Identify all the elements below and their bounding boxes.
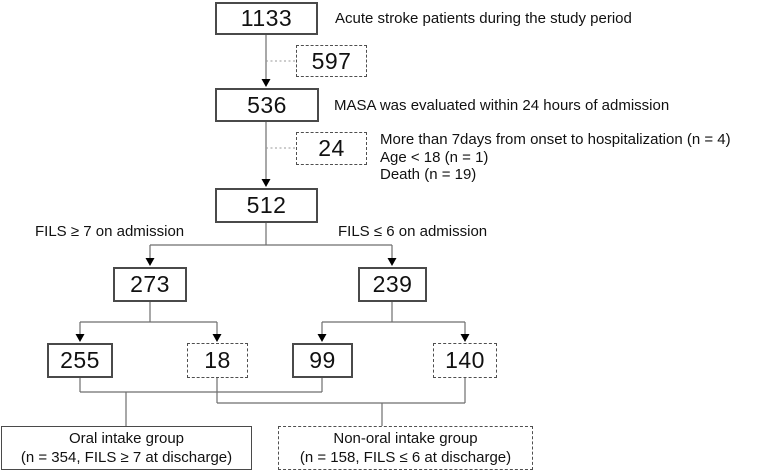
label-fils-ge7-admission: FILS ≥ 7 on admission — [35, 223, 185, 240]
arrow-1133-to-536 — [261, 35, 271, 87]
split-273 — [75, 302, 222, 342]
non-oral-group-subtitle: (n = 158, FILS ≤ 6 at discharge) — [299, 449, 512, 466]
oral-group-title: Oral intake group — [68, 430, 185, 447]
arrow-536-to-512 — [261, 122, 271, 187]
merge-oral — [79, 378, 323, 426]
label-fils-le6-admission: FILS ≤ 6 on admission — [338, 223, 488, 240]
node-24-excluded: 24 — [296, 132, 367, 165]
node-239: 239 — [358, 267, 427, 302]
node-536: 536 — [215, 88, 319, 122]
outcome-oral-intake-group: Oral intake group (n = 354, FILS ≥ 7 at … — [1, 426, 252, 470]
split-512 — [145, 223, 397, 266]
node-18-excluded: 18 — [187, 343, 248, 378]
oral-group-subtitle: (n = 354, FILS ≥ 7 at discharge) — [20, 449, 233, 466]
node-255: 255 — [47, 343, 113, 378]
merge-non-oral — [216, 378, 466, 426]
node-99: 99 — [292, 343, 353, 378]
node-140-excluded: 140 — [433, 343, 497, 378]
outcome-non-oral-intake-group: Non-oral intake group (n = 158, FILS ≤ 6… — [278, 426, 533, 470]
node-597-excluded: 597 — [296, 45, 367, 77]
exclusion-reason-onset: More than 7days from onset to hospitaliz… — [380, 131, 731, 148]
split-239 — [317, 302, 470, 342]
node-1133: 1133 — [215, 2, 318, 35]
exclusion-reason-age: Age < 18 (n = 1) — [380, 148, 489, 166]
label-acute-stroke-patients: Acute stroke patients during the study p… — [335, 10, 632, 27]
node-512: 512 — [215, 188, 318, 223]
exclusion-reason-death: Death (n = 19) — [380, 166, 477, 183]
node-273: 273 — [113, 267, 187, 302]
non-oral-group-title: Non-oral intake group — [333, 430, 478, 447]
label-masa-evaluated: MASA was evaluated within 24 hours of ad… — [334, 97, 670, 114]
label-exclusion-reasons: More than 7days from onset to hospitaliz… — [380, 131, 731, 184]
